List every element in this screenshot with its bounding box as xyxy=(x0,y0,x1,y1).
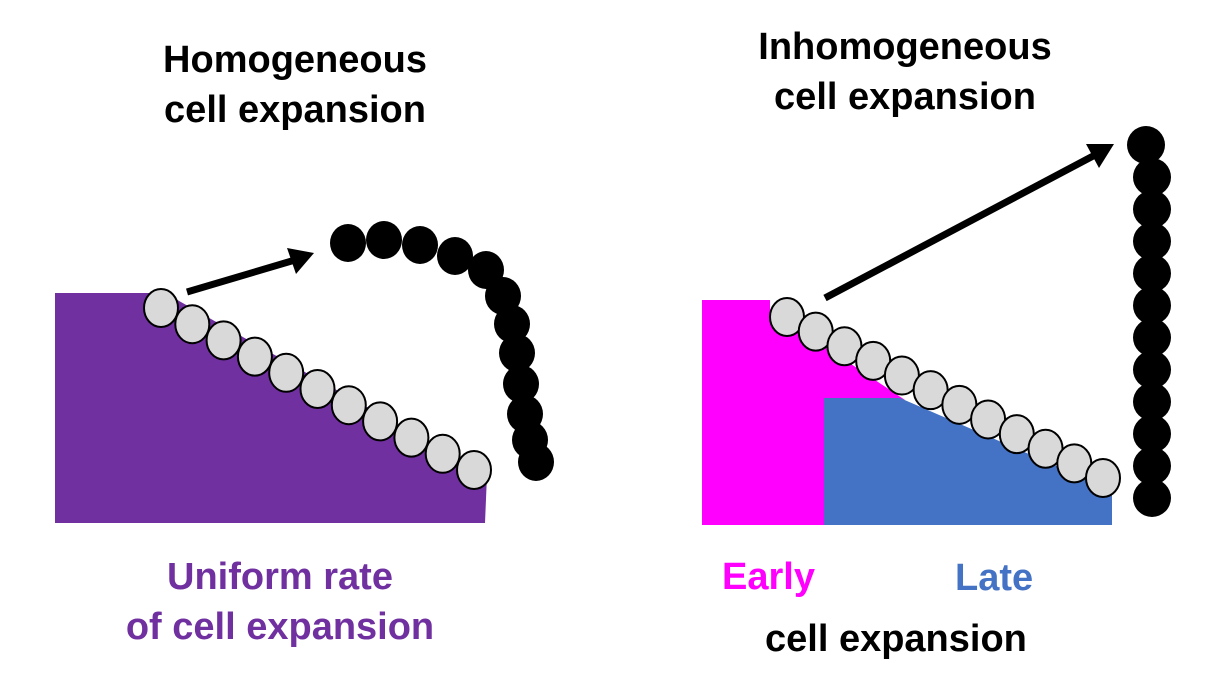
right-title-line2: cell expansion xyxy=(774,76,1036,118)
early-expansion-region xyxy=(702,300,905,525)
right-before-cells xyxy=(769,297,1121,498)
right-title: Inhomogeneous cell expansion xyxy=(700,22,1110,122)
before-cell xyxy=(424,433,461,474)
left-arrow-head xyxy=(287,248,314,274)
before-cell xyxy=(393,417,430,458)
after-cell xyxy=(1133,254,1171,293)
after-cell xyxy=(330,224,366,262)
early-label: Early xyxy=(722,556,815,598)
before-cell xyxy=(268,352,305,393)
right-caption: cell expansion xyxy=(765,618,1027,660)
left-after-cells xyxy=(330,221,554,481)
before-cell xyxy=(456,450,492,490)
after-cell xyxy=(1133,190,1171,229)
before-cell xyxy=(205,320,242,361)
left-caption-line2: of cell expansion xyxy=(125,606,435,648)
left-caption-line1: Uniform rate xyxy=(167,556,393,598)
left-arrow-shaft xyxy=(186,256,296,296)
after-cell xyxy=(402,226,438,264)
after-cell xyxy=(1133,350,1171,389)
uniform-expansion-region xyxy=(55,293,487,523)
after-cell xyxy=(1133,222,1171,261)
after-cell xyxy=(366,221,402,259)
before-cell xyxy=(330,385,367,426)
after-cell xyxy=(1133,318,1171,357)
after-cell xyxy=(1133,286,1171,325)
after-cell xyxy=(437,237,473,275)
after-cell xyxy=(499,334,535,372)
right-after-cells xyxy=(1127,126,1171,517)
before-cell xyxy=(236,336,273,377)
after-cell xyxy=(494,305,530,343)
before-cell xyxy=(174,304,211,345)
after-cell xyxy=(518,443,554,481)
after-cell xyxy=(1133,158,1171,197)
left-title: Homogeneous cell expansion xyxy=(95,35,495,135)
right-arrow-head xyxy=(1086,144,1114,168)
after-cell xyxy=(1133,479,1171,517)
after-cell xyxy=(1133,382,1171,421)
before-cell xyxy=(143,288,179,328)
right-arrow-shaft xyxy=(823,151,1097,302)
late-expansion-region xyxy=(824,398,1112,525)
right-title-line1: Inhomogeneous xyxy=(758,26,1052,68)
left-title-line2: cell expansion xyxy=(164,89,426,131)
after-cell xyxy=(1133,446,1171,485)
after-cell xyxy=(1133,414,1171,453)
before-cell xyxy=(362,401,399,442)
before-cell xyxy=(1085,458,1121,498)
before-cell xyxy=(299,369,336,409)
after-cell xyxy=(1127,126,1165,164)
late-label: Late xyxy=(955,557,1034,599)
after-cell xyxy=(503,365,539,403)
left-title-line1: Homogeneous xyxy=(163,39,427,81)
left-caption: Uniform rate of cell expansion xyxy=(95,552,465,652)
left-before-cells xyxy=(143,288,492,490)
